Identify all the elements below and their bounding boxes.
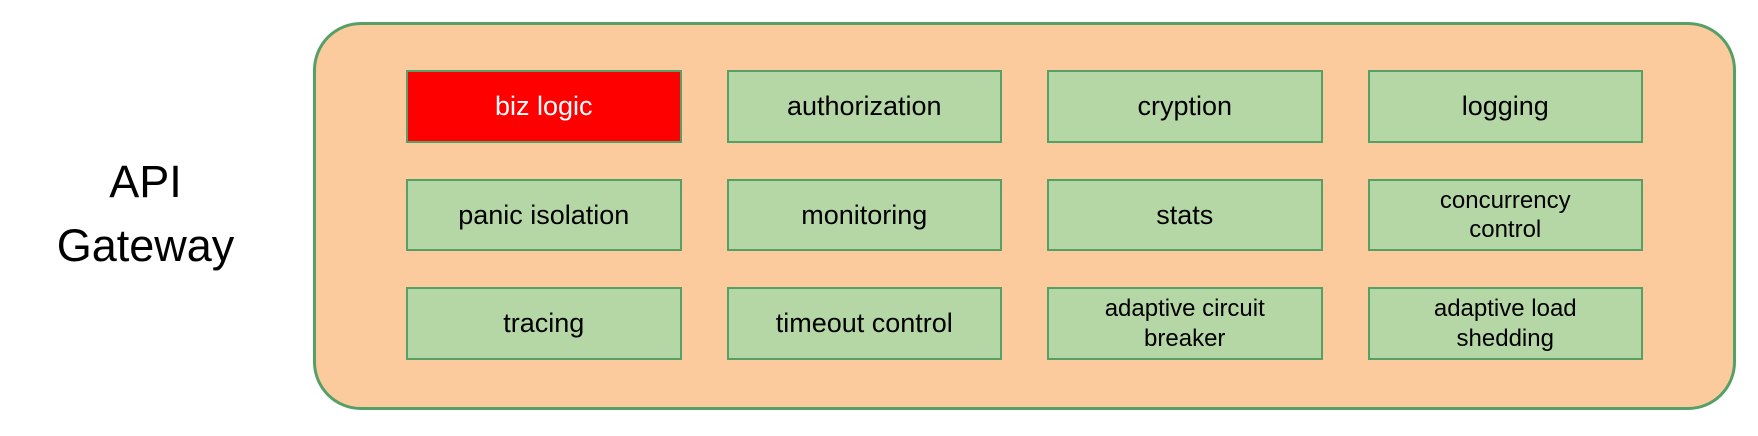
module-box-monitoring: monitoring (726, 178, 1002, 252)
module-box-stats: stats (1047, 178, 1323, 252)
module-box-authorization: authorization (726, 70, 1002, 143)
module-box-tracing: tracing (406, 287, 682, 360)
module-box-biz-logic: biz logic (406, 70, 682, 143)
module-label: concurrency control (1439, 186, 1571, 243)
module-label: adaptive circuit breaker (1104, 295, 1265, 352)
module-label: monitoring (801, 199, 928, 230)
module-box-adaptive-load-shedding: adaptive load shedding (1367, 287, 1643, 360)
module-box-concurrency-control: concurrency control (1367, 178, 1643, 252)
module-box-panic-isolation: panic isolation (406, 178, 682, 252)
module-label: timeout control (775, 308, 953, 339)
module-box-timeout-control: timeout control (726, 287, 1002, 360)
api-gateway-label: API Gateway (56, 156, 235, 271)
module-label: cryption (1137, 91, 1233, 122)
module-label: stats (1156, 199, 1214, 230)
module-box-adaptive-circuit-breaker: adaptive circuit breaker (1047, 287, 1323, 360)
module-label: logging (1461, 91, 1549, 122)
module-label: biz logic (494, 91, 593, 122)
module-label: tracing (503, 308, 585, 339)
module-box-logging: logging (1367, 70, 1643, 143)
api-gateway-container: biz logic authorization cryption logging… (313, 22, 1736, 410)
module-label: panic isolation (458, 199, 630, 230)
module-label: adaptive load shedding (1433, 295, 1577, 352)
module-box-cryption: cryption (1047, 70, 1323, 143)
module-label: authorization (786, 91, 942, 122)
